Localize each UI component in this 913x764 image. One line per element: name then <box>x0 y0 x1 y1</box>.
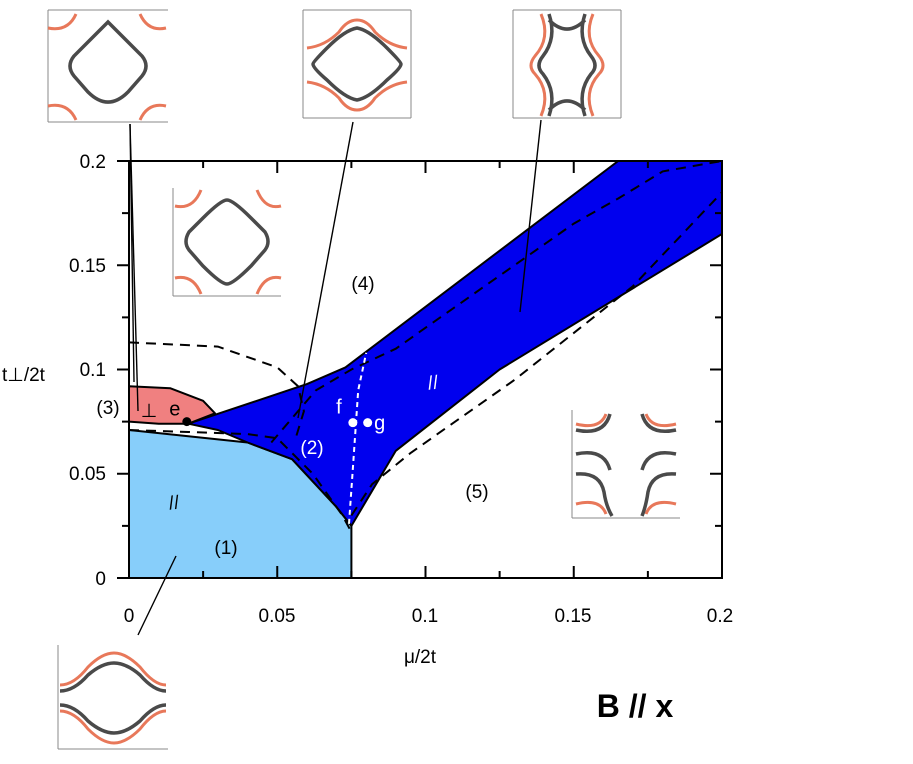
outer-fermi-arcs <box>174 189 282 295</box>
inner-fermi-contour <box>68 19 148 104</box>
dashed-boundary-2 <box>270 161 722 444</box>
y-tick-label-4: 0.2 <box>80 152 106 173</box>
inner-fermi-contour <box>537 13 597 117</box>
point-label-e: e <box>169 399 180 421</box>
point-label-f: f <box>336 397 342 419</box>
phase-region-3 <box>129 385 216 425</box>
inset-connectors <box>129 119 542 636</box>
x-tick-label-1: 0.05 <box>259 606 296 627</box>
field-direction-label: B // x <box>597 688 674 724</box>
x-axis-label: μ/2t <box>404 647 437 668</box>
connector-region-2 <box>297 121 354 419</box>
connector-region-1 <box>137 555 177 636</box>
y-tick-label-1: 0.05 <box>69 464 106 485</box>
x-tick-label-2: 0.1 <box>412 606 438 627</box>
marked-points: e f g <box>169 397 385 435</box>
x-tick-label-3: 0.15 <box>555 606 592 627</box>
y-tick-label-0: 0 <box>95 569 106 590</box>
y-tick-label-2: 0.1 <box>80 360 106 381</box>
region-symbol-3: ⊥ <box>141 401 158 422</box>
region-symbol-1: // <box>167 492 181 514</box>
region-label-2: (2) <box>300 438 323 459</box>
dashed-boundary-0 <box>129 341 305 441</box>
connector-region-3b <box>129 123 135 383</box>
inner-fermi-contour <box>184 198 270 286</box>
point-marker-f <box>348 418 358 428</box>
region-label-5: (5) <box>465 482 488 503</box>
phase-region-2 <box>187 161 722 527</box>
x-tick-label-0: 0 <box>124 606 135 627</box>
fermi-surface-inset-region-3 <box>47 9 168 123</box>
axis-ticks <box>117 160 723 579</box>
fermi-surface-inset-region-1 <box>57 645 168 750</box>
dashed-boundary-1 <box>129 429 353 533</box>
region-label-1: (1) <box>214 538 237 559</box>
point-marker-e <box>182 417 192 427</box>
region-symbol-2: // <box>426 372 440 394</box>
phase-regions <box>129 161 722 578</box>
fermi-surface-inset-region-2 <box>302 9 412 119</box>
y-axis-label: t⊥/2t <box>2 365 46 386</box>
point-marker-g <box>363 418 373 428</box>
fermi-surface-inset-region-5 <box>571 410 680 519</box>
fermi-surface-inset-upper-right <box>512 9 622 119</box>
y-tick-label-3: 0.15 <box>69 256 106 277</box>
point-label-g: g <box>374 413 385 435</box>
region-label-3: (3) <box>96 398 119 419</box>
x-tick-label-4: 0.2 <box>707 606 733 627</box>
fermi-surface-inset-region-4 <box>172 188 282 297</box>
inner-fermi-contour <box>575 413 677 517</box>
connector-upper-right <box>519 119 542 313</box>
inner-fermi-contour <box>311 26 403 102</box>
outer-fermi-arcs <box>47 13 167 121</box>
region-label-4: (4) <box>351 274 374 295</box>
